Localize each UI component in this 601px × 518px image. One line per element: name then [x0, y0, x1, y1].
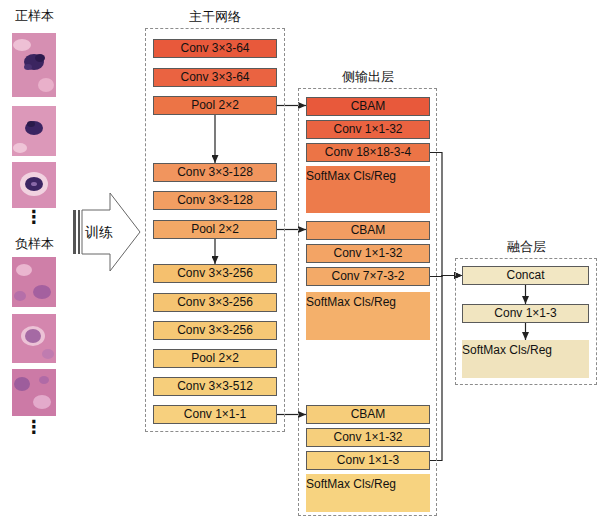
- sample-label: 正样本: [6, 8, 62, 24]
- arrow-label: 训练: [85, 224, 113, 241]
- negative-tile: [12, 369, 56, 416]
- layer-box: Conv 3×3-256: [153, 321, 277, 340]
- arrow-bar: [73, 210, 76, 254]
- arrow-outline: [82, 193, 140, 271]
- output-label: SoftMax Cls/Reg: [306, 477, 396, 491]
- layer-box: Pool 2×2: [153, 96, 277, 115]
- arrow-bar: [78, 210, 80, 254]
- group-box: 主干网络Conv 3×3-64Conv 3×3-64Pool 2×2Conv 3…: [145, 28, 285, 432]
- layer-label: Conv 3×3-64: [180, 42, 249, 56]
- output-box: SoftMax Cls/Reg: [306, 166, 430, 213]
- layer-box: Conv 3×3-256: [153, 264, 277, 283]
- positive-tile: [12, 106, 56, 156]
- layer-box: CBAM: [306, 405, 430, 424]
- group-title: 融合层: [456, 239, 596, 255]
- output-label: SoftMax Cls/Reg: [306, 295, 396, 309]
- layer-label: Concat: [506, 269, 544, 283]
- sample-label: 负样本: [6, 236, 62, 252]
- connector: [214, 115, 215, 163]
- layer-box: Conv 7×7-3-2: [306, 267, 430, 286]
- layer-box: Conv 3×3-512: [153, 377, 277, 396]
- layer-label: Pool 2×2: [191, 99, 239, 113]
- layer-box: Conv 18×18-3-4: [306, 143, 430, 162]
- layer-label: Conv 3×3-512: [177, 380, 253, 394]
- layer-box: Conv 3×3-64: [153, 39, 277, 58]
- layer-label: CBAM: [351, 224, 386, 238]
- layer-label: Conv 1×1-3: [494, 307, 556, 321]
- connector: [277, 414, 306, 415]
- layer-box: Concat: [462, 266, 589, 285]
- layer-label: Conv 1×1-32: [333, 123, 402, 137]
- layer-label: Conv 1×1-3: [337, 454, 399, 468]
- connector: [525, 323, 526, 340]
- group-box: 融合层ConcatConv 1×1-3SoftMax Cls/Reg: [455, 258, 597, 385]
- layer-box: Conv 1×1-32: [306, 244, 430, 263]
- layer-box: Pool 2×2: [153, 220, 277, 239]
- layer-box: Conv 3×3-128: [153, 191, 277, 210]
- layer-box: Conv 3×3-64: [153, 68, 277, 87]
- layer-box: Conv 1×1-32: [306, 428, 430, 447]
- connector: [430, 276, 462, 461]
- connector: [525, 285, 526, 304]
- layer-box: Conv 1×1-32: [306, 120, 430, 139]
- layer-label: Pool 2×2: [191, 223, 239, 237]
- layer-box: Conv 1×1-3: [306, 451, 430, 470]
- layer-label: Conv 1×1-1: [184, 408, 246, 422]
- ellipsis-mark: ⋮: [20, 206, 48, 228]
- layer-label: CBAM: [351, 408, 386, 422]
- layer-box: Conv 1×1-1: [153, 405, 277, 424]
- output-label: SoftMax Cls/Reg: [306, 169, 396, 183]
- layer-box: Pool 2×2: [153, 349, 277, 368]
- group-title: 侧输出层: [299, 69, 436, 85]
- output-box: SoftMax Cls/Reg: [306, 292, 430, 340]
- group-title: 主干网络: [146, 9, 284, 25]
- output-box: SoftMax Cls/Reg: [306, 474, 430, 512]
- layer-box: CBAM: [306, 221, 430, 240]
- layer-box: Conv 1×1-3: [462, 304, 589, 323]
- output-label: SoftMax Cls/Reg: [462, 343, 552, 357]
- negative-tile: [12, 257, 56, 307]
- layer-label: Conv 3×3-64: [180, 71, 249, 85]
- layer-box: CBAM: [306, 97, 430, 116]
- layer-label: Conv 3×3-128: [177, 166, 253, 180]
- layer-label: Pool 2×2: [191, 352, 239, 366]
- layer-label: Conv 3×3-128: [177, 194, 253, 208]
- connector: [277, 229, 306, 230]
- block-arrow: 训练: [72, 192, 142, 272]
- layer-label: Conv 18×18-3-4: [325, 146, 411, 160]
- layer-label: Conv 3×3-256: [177, 324, 253, 338]
- layer-box: Conv 3×3-256: [153, 293, 277, 312]
- layer-label: Conv 1×1-32: [333, 431, 402, 445]
- connector: [214, 239, 215, 264]
- layer-label: Conv 3×3-256: [177, 296, 253, 310]
- group-box: 侧输出层CBAMConv 1×1-32Conv 18×18-3-4SoftMax…: [298, 88, 437, 516]
- layer-label: Conv 1×1-32: [333, 247, 402, 261]
- positive-tile: [12, 162, 56, 208]
- layer-label: Conv 3×3-256: [177, 267, 253, 281]
- output-box: SoftMax Cls/Reg: [462, 340, 589, 378]
- layer-box: Conv 3×3-128: [153, 163, 277, 182]
- negative-tile: [12, 314, 56, 363]
- layer-label: Conv 7×7-3-2: [331, 270, 404, 284]
- ellipsis-mark: ⋮: [20, 416, 48, 438]
- connector: [277, 105, 306, 106]
- layer-label: CBAM: [351, 100, 386, 114]
- positive-tile: [12, 33, 56, 97]
